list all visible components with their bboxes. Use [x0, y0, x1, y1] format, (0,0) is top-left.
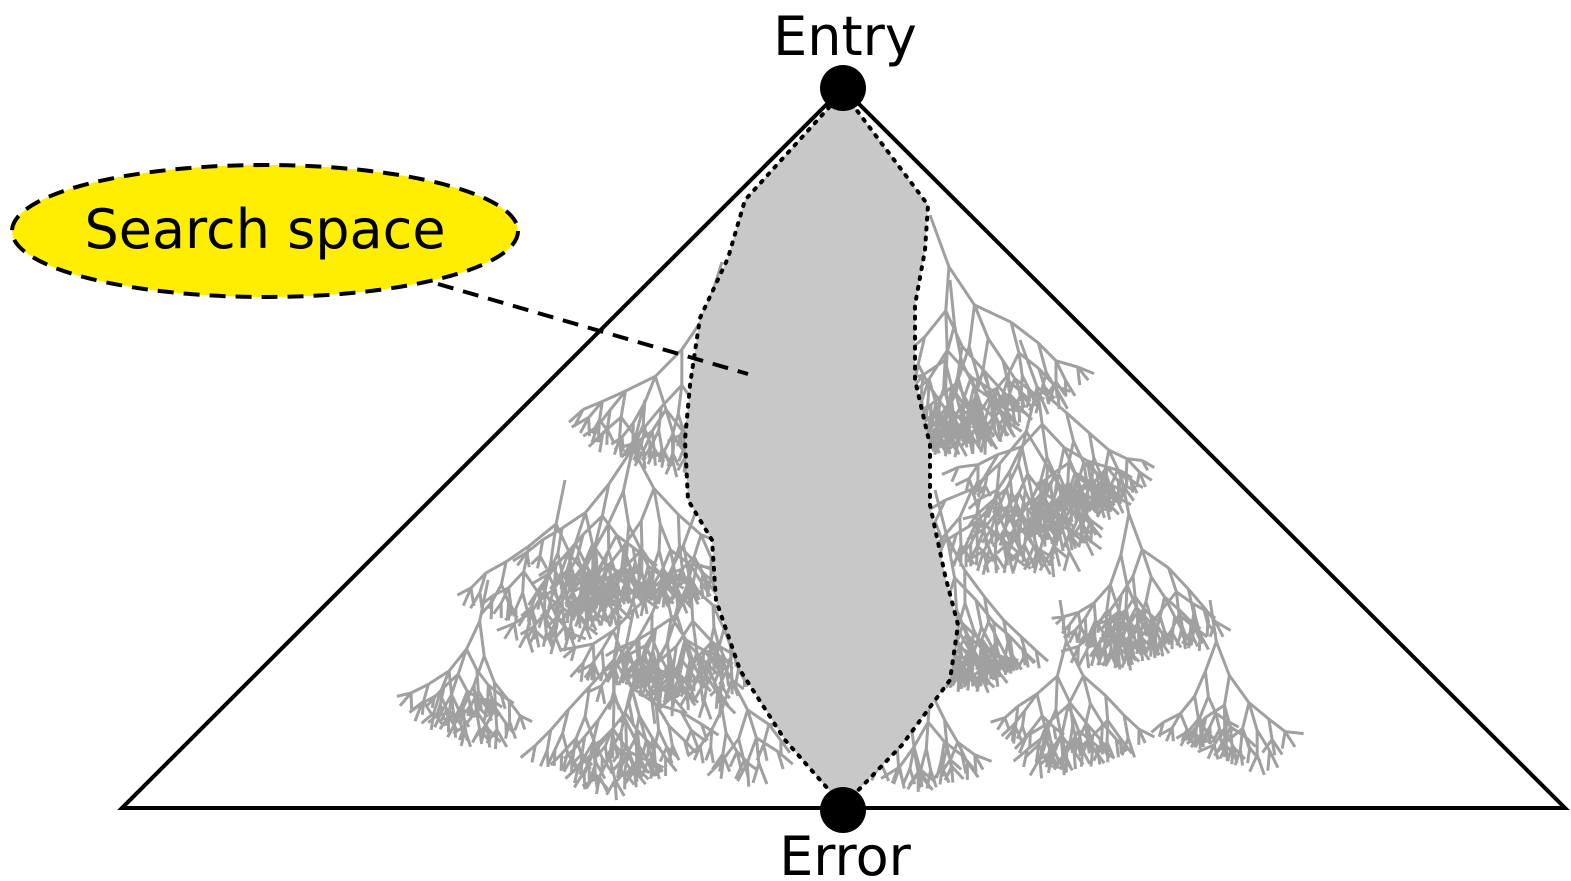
search-space-label: Search space	[84, 198, 445, 261]
search-space-region	[682, 88, 961, 809]
callout-leader-line	[437, 282, 749, 376]
search-space-callout	[10, 163, 520, 299]
error-node	[820, 787, 866, 833]
entry-node	[820, 65, 866, 111]
entry-label: Entry	[773, 5, 917, 68]
error-label: Error	[779, 825, 911, 881]
